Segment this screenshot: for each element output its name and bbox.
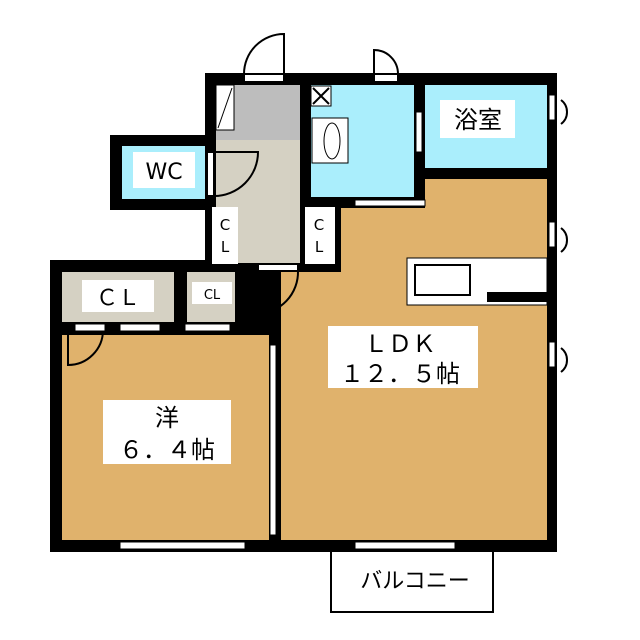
western-name: 洋 [155, 404, 179, 432]
wc-label: WC [145, 160, 182, 185]
western-size: ６．４帖 [119, 436, 215, 464]
closet-hall-right-c: C [314, 216, 324, 234]
closet-hall-right [305, 207, 335, 264]
service-door[interactable] [373, 48, 399, 83]
closet-west-large-label: ＣＬ [96, 286, 140, 311]
sink-icon [414, 264, 471, 296]
closet-hall-left-l: L [221, 238, 230, 256]
ldk-size: １２．５帖 [340, 360, 460, 388]
closet-hall-right-l: L [315, 238, 324, 256]
ldk-name: ＬＤＫ [364, 330, 436, 358]
closet-west-small-label: CL [204, 288, 221, 303]
entry-door[interactable] [243, 32, 285, 83]
closet-hall-left-c: C [220, 216, 230, 234]
closet-hall-left [212, 207, 238, 264]
western-door[interactable] [67, 329, 104, 367]
bath-label: 浴室 [454, 106, 502, 134]
balcony-label: バルコニー [360, 569, 470, 594]
ldk-door[interactable] [256, 263, 300, 315]
wc-door[interactable] [206, 151, 260, 197]
windows [74, 94, 556, 550]
balcony: バルコニー [330, 552, 494, 613]
